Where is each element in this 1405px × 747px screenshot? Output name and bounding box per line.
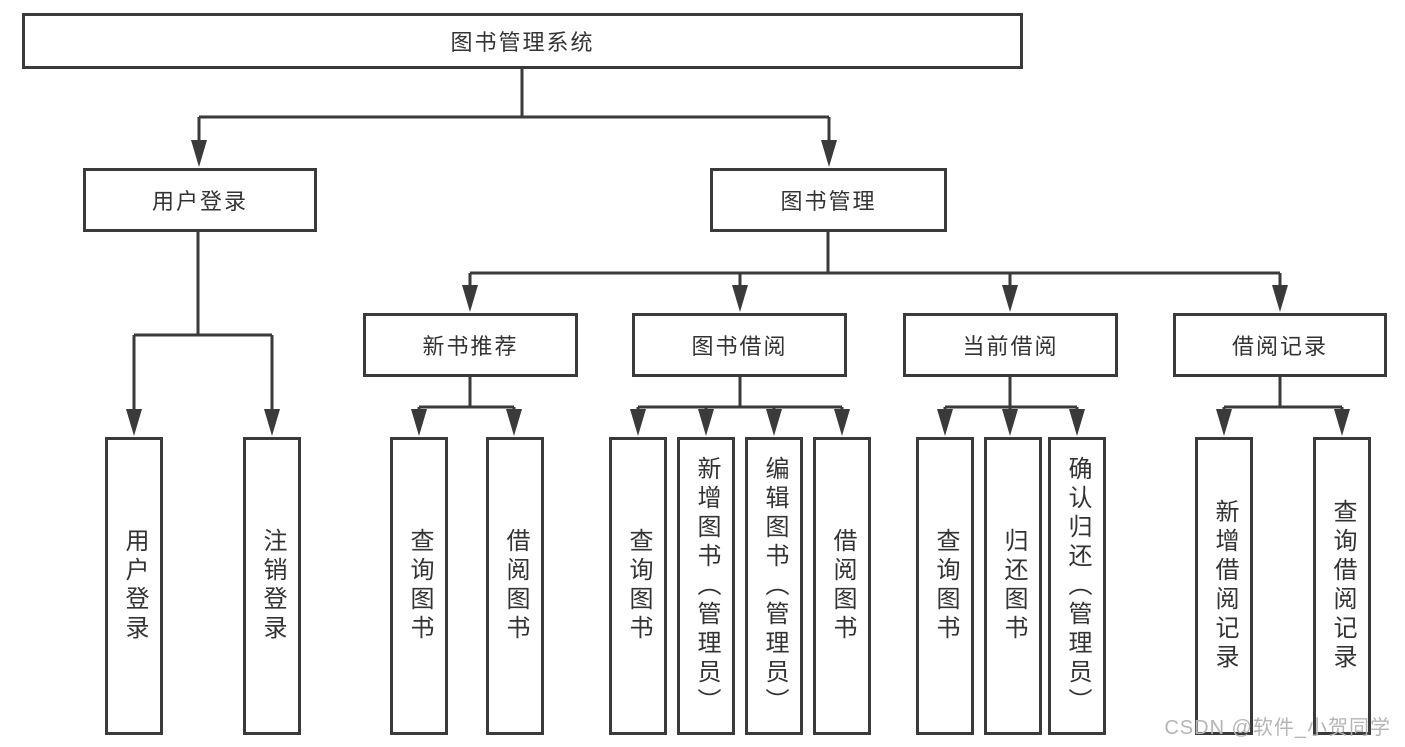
leaf-current-confirm-return-admin: 确认归还（管理员） — [1048, 437, 1106, 735]
connector-current-to-leaves — [943, 377, 1079, 415]
arrowhead-icon — [732, 285, 748, 312]
leaf-borrow-add-books-admin: 新增图书（管理员） — [677, 437, 735, 735]
leaf-borrow-borrow-books: 借阅图书 — [813, 437, 871, 735]
arrowhead-icon — [937, 409, 953, 436]
node-current-borrowing: 当前借阅 — [903, 313, 1118, 377]
arrowhead-icon — [1272, 285, 1288, 312]
csdn-watermark: CSDN @软件_小贺同学 — [1164, 717, 1391, 739]
leaf-current-return-books: 归还图书 — [984, 437, 1042, 735]
leaf-newbook-query-books: 查询图书 — [390, 437, 448, 735]
leaf-records-add-record: 新增借阅记录 — [1195, 437, 1253, 735]
arrowhead-icon — [1069, 409, 1085, 436]
arrowhead-icon — [411, 409, 427, 436]
arrowhead-icon — [506, 409, 522, 436]
leaf-logout: 注销登录 — [243, 437, 301, 735]
connector-bookmgmt-to-level3 — [468, 232, 1282, 290]
connector-newbook-to-leaves — [417, 377, 516, 415]
leaf-newbook-borrow-books: 借阅图书 — [486, 437, 544, 735]
connector-root-to-level2 — [197, 68, 831, 145]
arrowhead-icon — [834, 409, 850, 436]
node-borrowing-records: 借阅记录 — [1173, 313, 1387, 377]
arrowhead-icon — [766, 409, 782, 436]
connector-records-to-leaves — [1222, 377, 1344, 415]
arrowhead-icon — [462, 285, 478, 312]
node-book-borrowing: 图书借阅 — [632, 313, 847, 377]
leaf-borrow-query-books: 查询图书 — [609, 437, 667, 735]
arrowhead-icon — [1002, 409, 1018, 436]
node-new-book-recommendation: 新书推荐 — [363, 313, 578, 377]
connector-borrow-to-leaves — [636, 377, 844, 415]
arrowhead-icon — [821, 140, 837, 167]
arrowhead-icon — [126, 409, 142, 436]
arrowhead-icon — [698, 409, 714, 436]
leaf-user-login: 用户登录 — [105, 437, 163, 735]
arrowhead-icon — [1002, 285, 1018, 312]
arrowhead-icon — [191, 140, 207, 167]
node-library-management-system: 图书管理系统 — [22, 13, 1023, 69]
arrowhead-icon — [264, 409, 280, 436]
connector-userlogin-to-leaves — [132, 232, 274, 415]
node-user-login: 用户登录 — [83, 168, 317, 232]
leaf-records-query-record: 查询借阅记录 — [1313, 437, 1371, 735]
leaf-current-query-books: 查询图书 — [916, 437, 974, 735]
arrowhead-icon — [1216, 409, 1232, 436]
arrowhead-icon — [630, 409, 646, 436]
arrowhead-icon — [1334, 409, 1350, 436]
leaf-borrow-edit-books-admin: 编辑图书（管理员） — [745, 437, 803, 735]
node-book-management: 图书管理 — [710, 168, 947, 232]
